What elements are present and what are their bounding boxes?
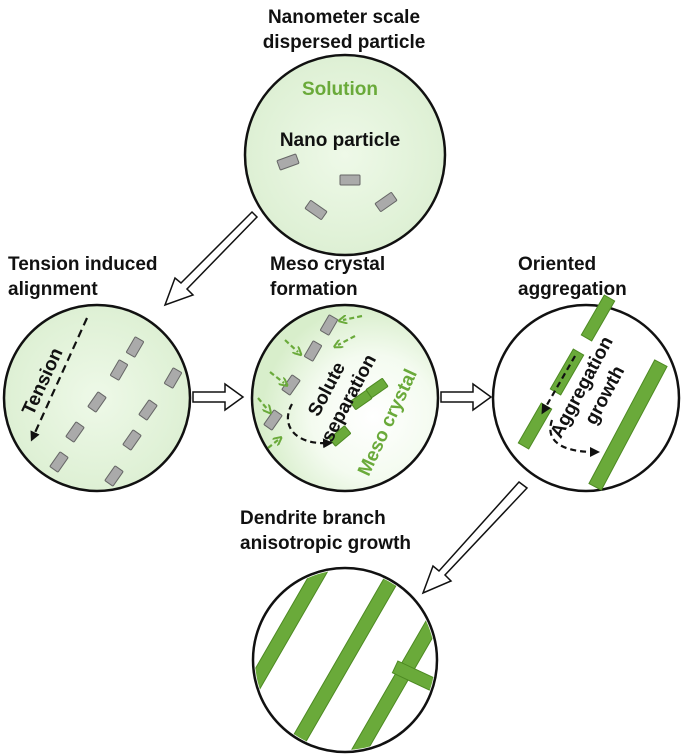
meso-title-line2: formation — [270, 279, 358, 300]
dispersed-title-line2: dispersed particle — [263, 32, 426, 53]
nano-particle — [138, 399, 158, 421]
nano-particle — [304, 340, 322, 362]
oriented-title-line2: aggregation — [518, 279, 627, 300]
aligned-particles — [49, 336, 182, 487]
flow-arrow-4 — [421, 480, 529, 595]
solute-arrow — [267, 440, 278, 449]
oriented-crystals — [517, 294, 668, 491]
solute-separation-arrow — [286, 403, 333, 449]
flow-arrow-3 — [440, 382, 493, 412]
growth-arrow — [549, 419, 600, 457]
nano-particle — [49, 451, 69, 473]
dendrite-title-line2: anisotropic growth — [240, 533, 411, 554]
dendrite-rod — [255, 570, 337, 731]
meso-crystal-block — [365, 378, 389, 398]
nano-particle — [276, 153, 300, 171]
meso-crystals — [329, 378, 389, 447]
dendrite-rod — [283, 570, 407, 750]
nano-particle — [126, 336, 144, 358]
tension-title-line2: alignment — [8, 279, 98, 300]
solute-arrow — [284, 339, 298, 352]
nano-particle — [374, 192, 398, 212]
nano-particle — [65, 421, 85, 443]
nano-particle — [320, 314, 338, 336]
crystal-segment — [580, 294, 616, 342]
nano-particle — [110, 359, 128, 381]
dispersed-title-line1: Nanometer scale — [268, 7, 420, 28]
aggregation-arrow — [541, 355, 576, 415]
crystal-rod — [588, 359, 668, 491]
dendrite-branch — [391, 660, 435, 695]
nano-particle — [304, 200, 328, 220]
solute-arrow — [338, 335, 356, 345]
meso-title-line1: Meso crystal — [270, 254, 385, 275]
nano-particle — [263, 409, 283, 431]
dispersed-circle — [243, 53, 447, 257]
dendrite-title-line1: Dendrite branch — [240, 508, 386, 529]
nano-particle — [87, 391, 107, 413]
flow-arrow-1 — [163, 210, 259, 307]
nano-particle — [104, 465, 124, 487]
solute-arrow — [269, 371, 284, 383]
flow-arrow-2 — [192, 382, 245, 412]
oriented-title-line1: Oriented — [518, 254, 596, 275]
oriented-circle — [491, 303, 681, 493]
tension-arrow — [30, 317, 89, 442]
solute-arrow — [257, 397, 268, 410]
nano-particle — [339, 174, 361, 186]
tension-title-line1: Tension induced — [8, 254, 158, 275]
nano-particles — [276, 153, 398, 220]
solute-arrow — [343, 316, 363, 320]
nano-particle — [164, 367, 182, 389]
nano-particle — [122, 429, 142, 451]
meso-particles — [263, 314, 338, 431]
nano-particle-label: Nano particle — [280, 130, 400, 151]
solute-arrows — [257, 316, 363, 449]
solution-label: Solution — [302, 79, 378, 100]
